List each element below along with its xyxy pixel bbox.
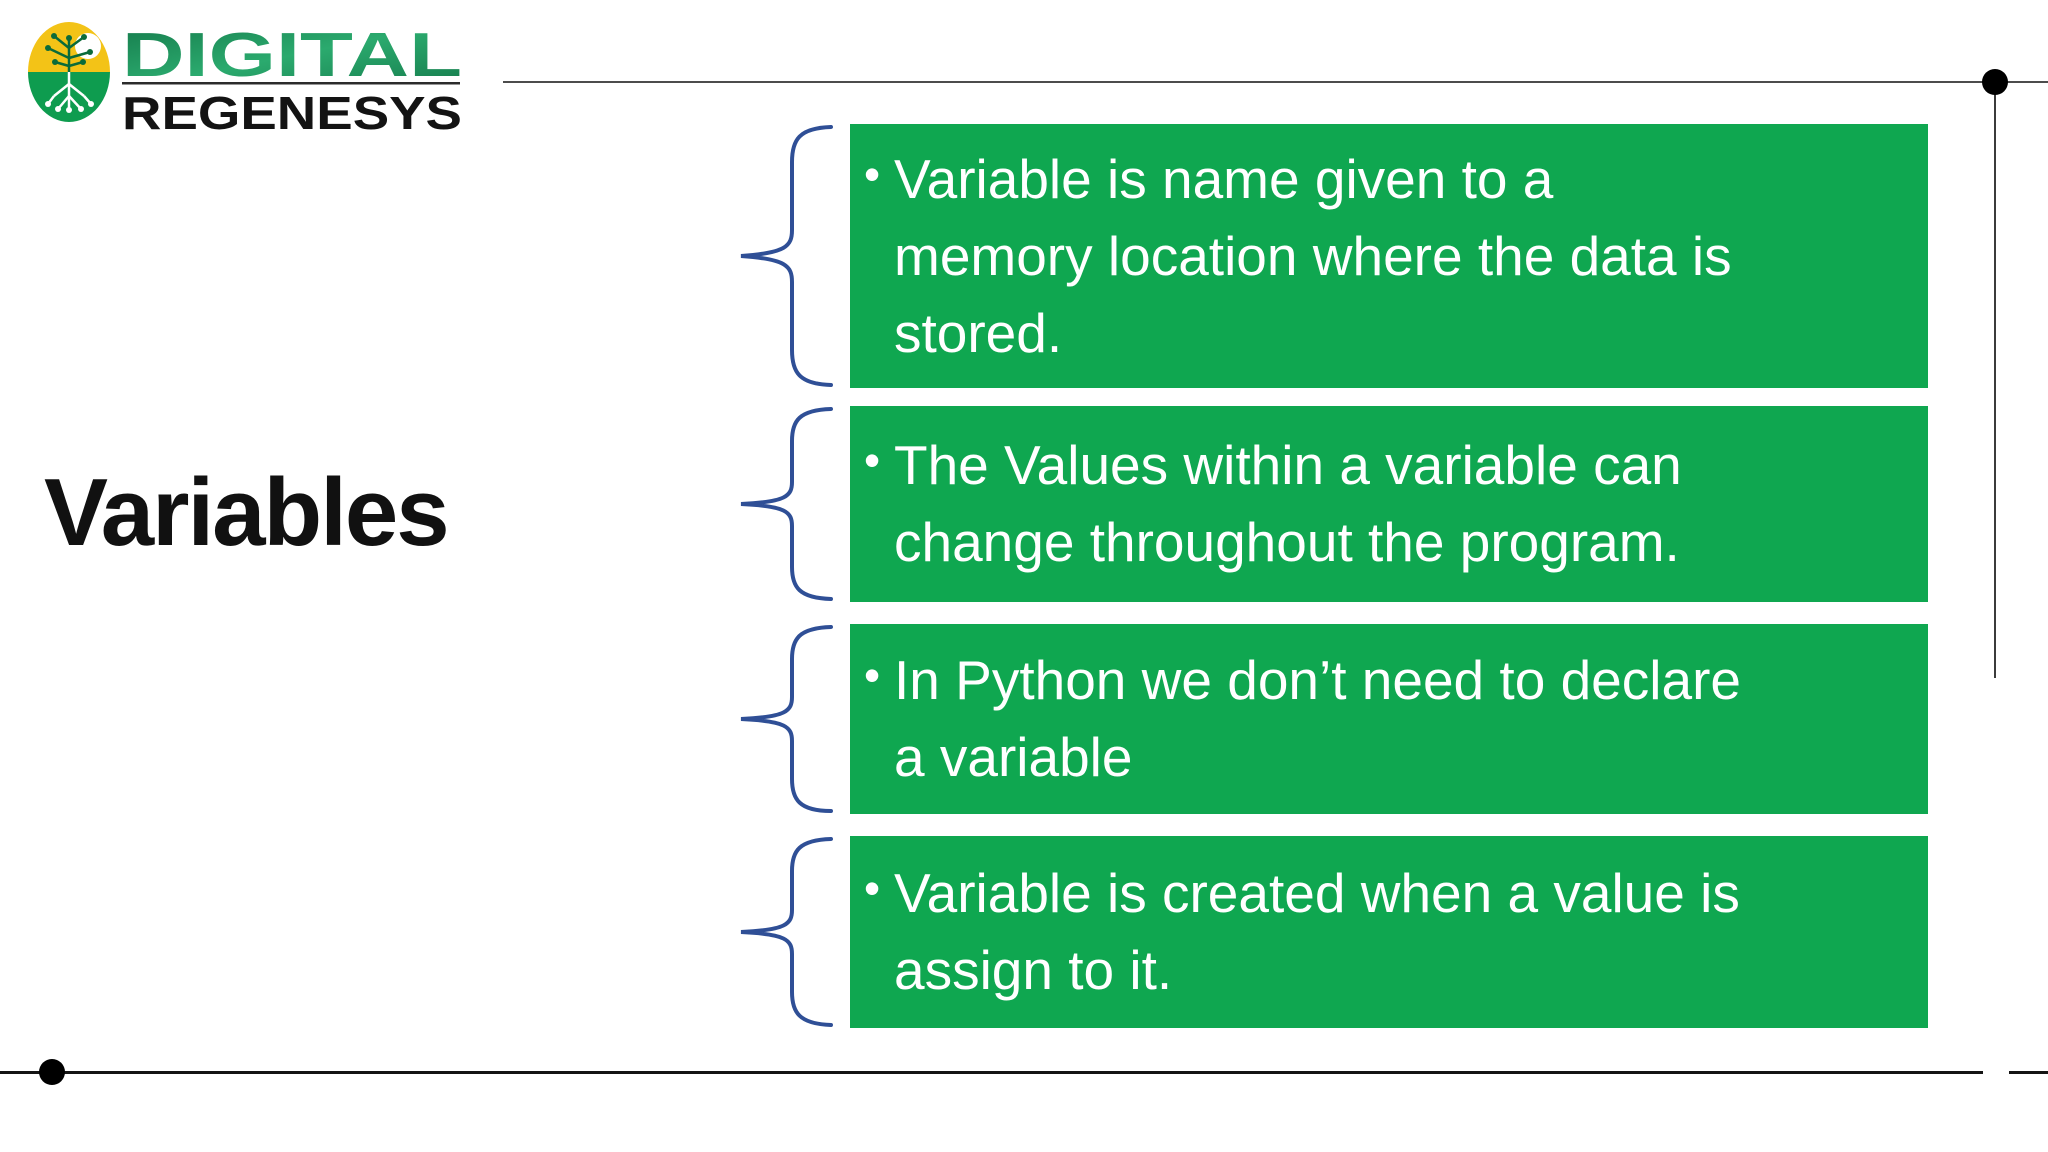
brand-emblem-icon <box>28 22 110 122</box>
connector-dot-top-right <box>1982 69 2008 95</box>
point-text: The Values within a variable can change … <box>894 434 1682 573</box>
curly-brace-icon <box>740 407 833 601</box>
point-text: Variable is name given to a memory locat… <box>894 147 1732 364</box>
bullet-points-area: • Variable is name given to a memory loc… <box>735 124 1928 1028</box>
green-callout-box: • The Values within a variable can chang… <box>850 406 1928 602</box>
point-row: • The Values within a variable can chang… <box>735 406 1928 602</box>
point-row: • In Python we don’t need to declare a v… <box>735 624 1928 814</box>
curly-brace-icon <box>740 125 833 387</box>
top-divider-line <box>503 81 2048 83</box>
bullet-icon: • <box>864 862 881 914</box>
green-callout-box: • In Python we don’t need to declare a v… <box>850 624 1928 814</box>
point-row: • Variable is name given to a memory loc… <box>735 124 1928 388</box>
bottom-divider-line-end <box>2009 1071 2048 1074</box>
page-title: Variables <box>44 459 450 566</box>
right-vertical-line <box>1994 82 1996 678</box>
connector-dot-bottom-left <box>39 1059 65 1085</box>
bullet-icon: • <box>864 649 881 701</box>
bottom-divider-line <box>0 1071 1983 1074</box>
point-text: In Python we don’t need to declare a var… <box>894 649 1741 788</box>
green-callout-box: • Variable is created when a value is as… <box>850 836 1928 1028</box>
curly-brace-icon <box>740 625 833 813</box>
logo-divider-line <box>122 82 460 85</box>
green-callout-box: • Variable is name given to a memory loc… <box>850 124 1928 388</box>
brand-word-digital: DIGITAL <box>122 21 462 90</box>
brand-word-regenesys: REGENESYS <box>122 87 462 137</box>
curly-brace-icon <box>740 837 833 1027</box>
point-row: • Variable is created when a value is as… <box>735 836 1928 1028</box>
digital-regenesys-logo: DIGITAL REGENESYS <box>28 21 462 137</box>
point-text: Variable is created when a value is assi… <box>894 862 1740 1001</box>
bullet-icon: • <box>864 434 881 486</box>
bullet-icon: • <box>864 147 881 200</box>
